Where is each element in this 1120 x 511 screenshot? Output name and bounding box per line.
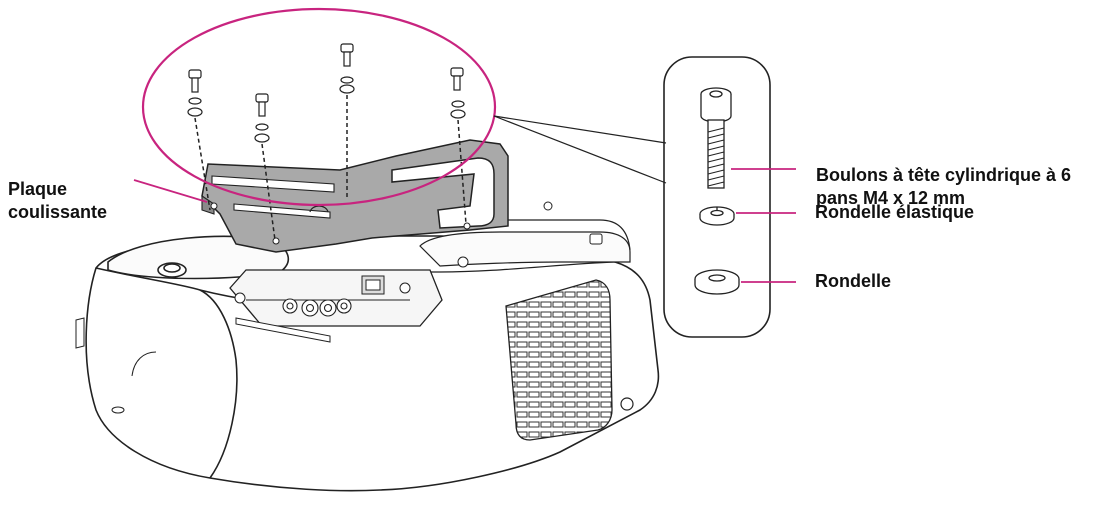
leader-lines	[133, 168, 796, 283]
screw-stacks	[187, 43, 466, 143]
slide-plate	[201, 139, 553, 253]
label-rondelle-elastique: Rondelle élastique	[815, 202, 975, 222]
washer-icon	[694, 269, 740, 295]
highlight-ellipse	[141, 7, 497, 207]
detail-panel	[663, 56, 771, 338]
dashed-guide-lines	[194, 95, 467, 241]
label-rondelle: Rondelle	[815, 271, 892, 291]
label-plaque-coulissante: Plaque coulissante	[8, 179, 108, 222]
bolt-icon	[700, 87, 732, 189]
callout-connector	[493, 115, 667, 184]
spring-washer-icon	[699, 206, 735, 226]
label-boulons: Boulons à tête cylindrique à 6 pans M4 x…	[816, 165, 1072, 208]
projector-body	[75, 219, 660, 492]
